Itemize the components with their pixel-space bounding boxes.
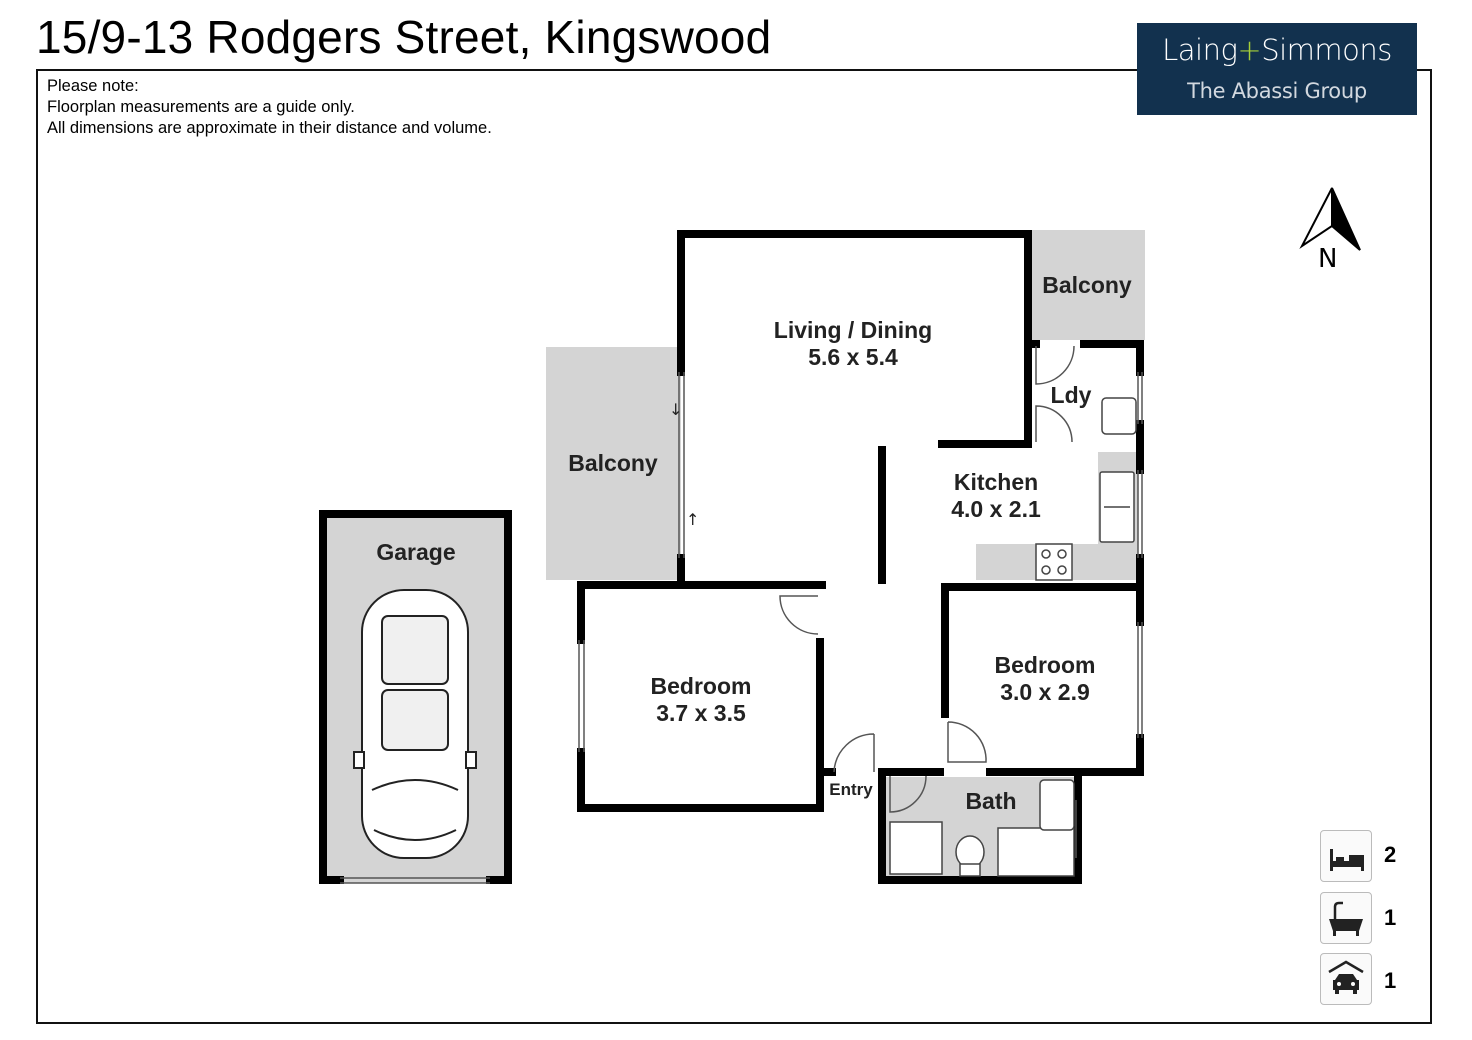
car-roof bbox=[381, 689, 449, 751]
bath-door-swing bbox=[889, 775, 927, 813]
entry-label: Entry bbox=[829, 780, 873, 799]
kitchen-dims: 4.0 x 2.1 bbox=[951, 496, 1041, 522]
floorplan-frame bbox=[36, 69, 1432, 1024]
cooktop-icon bbox=[1035, 543, 1073, 581]
car-mirror-left bbox=[353, 751, 365, 769]
car-bonnet-line bbox=[371, 779, 459, 791]
slide-arrow-up-icon: ↑ bbox=[686, 510, 699, 529]
disclaimer-note: Please note: Floorplan measurements are … bbox=[47, 76, 492, 139]
note-line-3: All dimensions are approximate in their … bbox=[47, 119, 492, 137]
logo-brand: Laing+Simmons bbox=[1137, 33, 1417, 67]
right-balcony-floor bbox=[1031, 230, 1145, 340]
bed-count: 2 bbox=[1384, 842, 1397, 867]
note-line-1: Please note: bbox=[47, 77, 139, 95]
bathtub-icon bbox=[997, 827, 1075, 877]
laundry-label: Ldy bbox=[1051, 382, 1092, 408]
burner-2 bbox=[1057, 549, 1067, 559]
right-balcony-label: Balcony bbox=[1042, 272, 1132, 298]
bed2-door-swing bbox=[947, 721, 987, 763]
garage-car-icon bbox=[1320, 953, 1372, 1005]
logo-subtitle: The Abassi Group bbox=[1187, 79, 1367, 103]
bedroom2-dims: 3.0 x 2.9 bbox=[1000, 679, 1090, 705]
note-line-2: Floorplan measurements are a guide only. bbox=[47, 98, 355, 116]
logo-brand-right: Simmons bbox=[1261, 33, 1392, 67]
north-arrow-icon bbox=[1299, 187, 1361, 251]
page-title: 15/9-13 Rodgers Street, Kingswood bbox=[36, 11, 772, 63]
left-balcony-floor bbox=[546, 347, 681, 580]
bedroom1-label: Bedroom bbox=[651, 673, 752, 699]
bath-label: Bath bbox=[965, 788, 1016, 814]
car-bumper-line bbox=[373, 829, 457, 841]
left-balcony-label: Balcony bbox=[568, 450, 658, 476]
living-dining-label: Living / Dining bbox=[774, 317, 932, 343]
garage-label: Garage bbox=[376, 539, 455, 565]
north-label: N bbox=[1318, 244, 1338, 274]
living-dining-dims: 5.6 x 5.4 bbox=[808, 344, 898, 370]
ldy-door-swing-top bbox=[1035, 345, 1075, 385]
bedroom2-label: Bedroom bbox=[995, 652, 1096, 678]
car-windscreen bbox=[381, 615, 449, 685]
logo-plus: + bbox=[1237, 33, 1262, 67]
entry-door-swing bbox=[833, 733, 875, 773]
slide-arrow-down-icon: ↓ bbox=[669, 400, 682, 419]
bath-count: 1 bbox=[1384, 905, 1397, 930]
laundry-tub-icon bbox=[1101, 397, 1137, 435]
ldy-door-swing-bottom bbox=[1035, 405, 1073, 443]
shower-icon bbox=[889, 821, 943, 875]
car-mirror-right bbox=[465, 751, 477, 769]
agency-logo: Laing+Simmons The Abassi Group bbox=[1137, 23, 1417, 115]
bath-basin-icon bbox=[1039, 779, 1075, 831]
kitchen-label: Kitchen bbox=[954, 469, 1038, 495]
burner-1 bbox=[1041, 549, 1051, 559]
bed-icon bbox=[1320, 830, 1372, 882]
car-icon bbox=[353, 589, 477, 859]
bed1-door-swing bbox=[779, 595, 819, 635]
toilet-cistern bbox=[959, 863, 981, 877]
garage-count: 1 bbox=[1384, 968, 1397, 993]
bath-icon bbox=[1320, 892, 1372, 944]
logo-brand-left: Laing bbox=[1162, 33, 1238, 67]
toilet-icon bbox=[955, 835, 985, 869]
burner-4 bbox=[1057, 565, 1067, 575]
bedroom1-dims: 3.7 x 3.5 bbox=[656, 700, 746, 726]
burner-3 bbox=[1041, 565, 1051, 575]
